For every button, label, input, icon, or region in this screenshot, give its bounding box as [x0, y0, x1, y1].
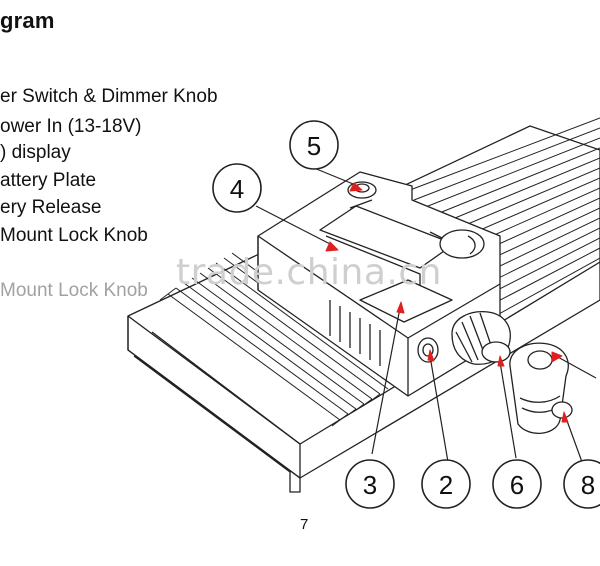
- callout-circles: [212, 120, 600, 509]
- callout-number: 6: [510, 470, 524, 500]
- power-in-socket: [417, 337, 439, 363]
- ball-head-mount: [509, 342, 573, 434]
- callout-number: 5: [307, 131, 321, 161]
- page-title: gram: [0, 8, 55, 33]
- callout-number: 4: [230, 174, 244, 204]
- legend-item: Mount Lock Knob: [0, 280, 148, 301]
- battery-housing: [257, 171, 501, 397]
- callout-number: 8: [581, 470, 595, 500]
- mount-lock-knob-6: [451, 311, 511, 365]
- callout-number: 3: [363, 470, 377, 500]
- legend-item: Mount Lock Knob: [0, 225, 148, 246]
- legend-item: attery Plate: [0, 170, 97, 191]
- watermark: trade.china.cn: [176, 252, 442, 293]
- callout-number: 2: [439, 470, 453, 500]
- page-number: 7: [300, 516, 309, 533]
- callout-arrows: [325, 182, 569, 423]
- legend-item: ery Release: [0, 197, 102, 218]
- legend-item: ) display: [0, 142, 71, 163]
- legend-item: er Switch & Dimmer Knob: [0, 86, 218, 107]
- leader-lines: [255, 167, 597, 463]
- legend-item: ower In (13-18V): [0, 116, 142, 137]
